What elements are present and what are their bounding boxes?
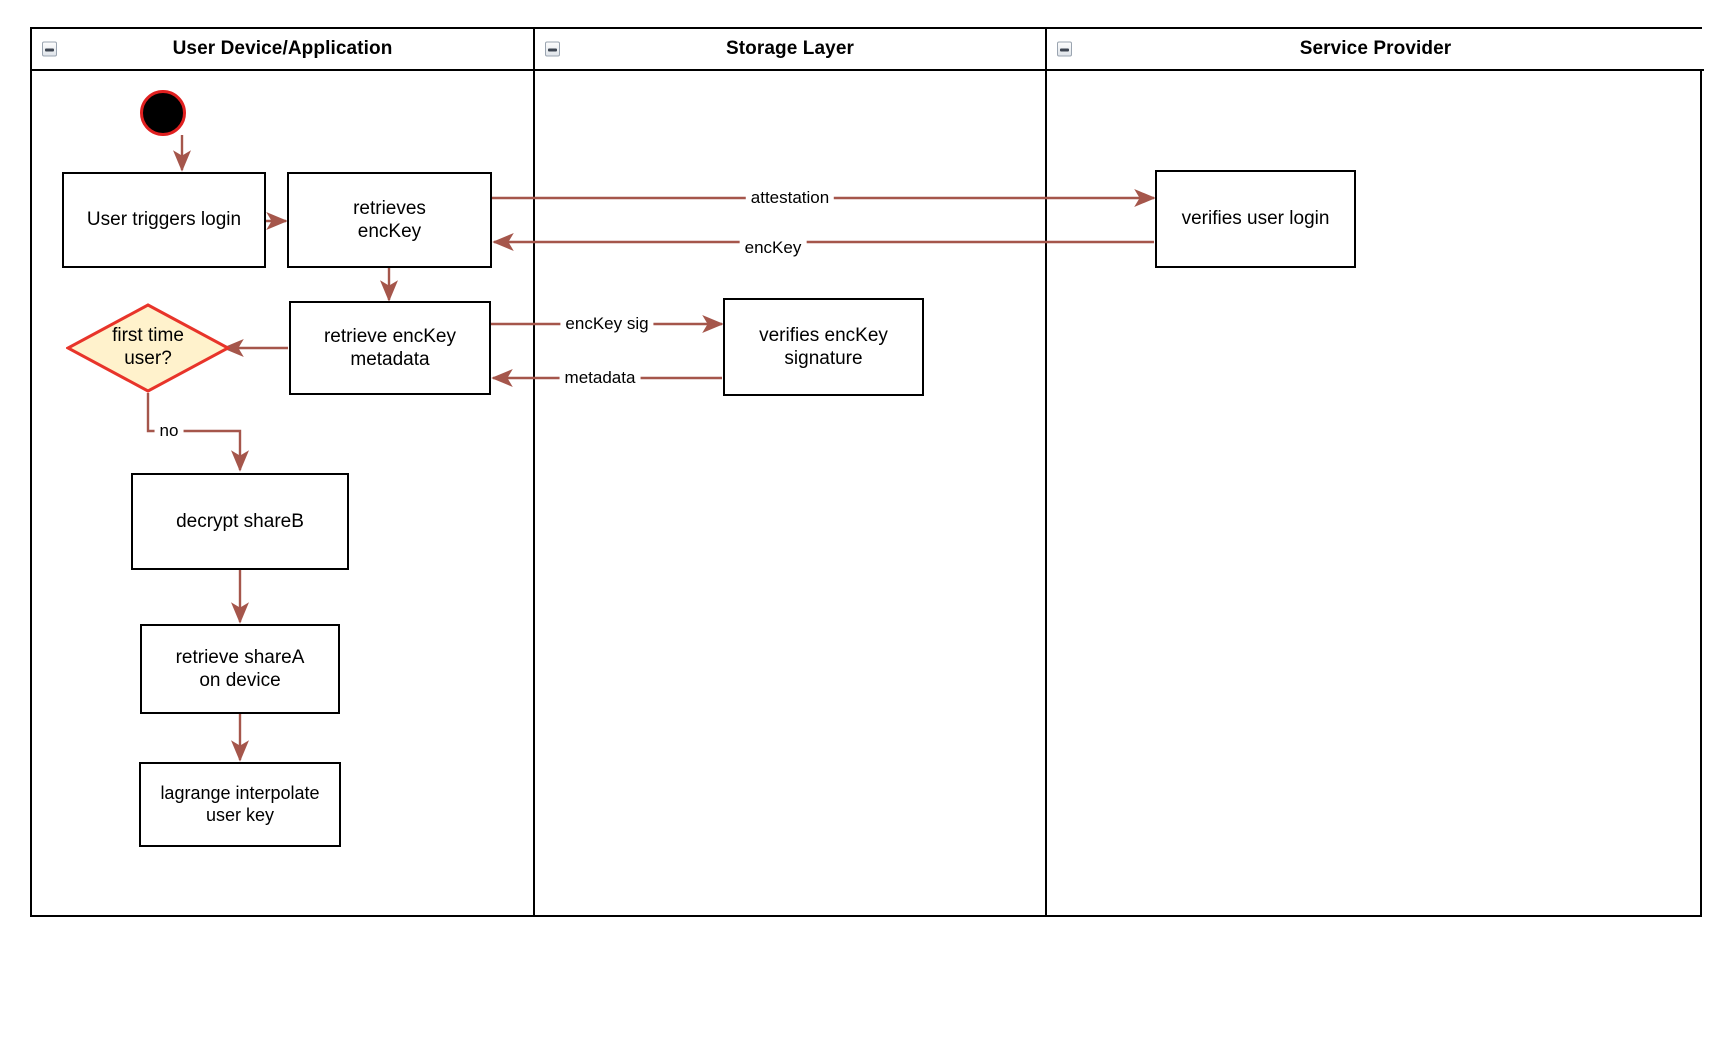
- lane-title-service-provider: Service Provider: [1299, 38, 1452, 59]
- activity-verifies-enckey-signature[interactable]: verifies encKey signature: [723, 298, 924, 396]
- lane-header-storage-layer: Storage Layer: [535, 29, 1045, 71]
- activity-decrypt-shareb[interactable]: decrypt shareB: [131, 473, 349, 570]
- lane-title-user-device: User Device/Application: [172, 38, 393, 59]
- edge-label-enckey: encKey: [739, 238, 807, 258]
- minus-square-icon[interactable]: [545, 41, 560, 57]
- activity-retrieves-enckey[interactable]: retrieves encKey: [287, 172, 492, 268]
- edge-label-no: no: [154, 421, 184, 441]
- activity-retrieve-enckey-metadata[interactable]: retrieve encKey metadata: [289, 301, 491, 395]
- edge-label-enckey-sig: encKey sig: [560, 314, 654, 334]
- edge-label-metadata: metadata: [559, 368, 641, 388]
- decision-label: first time user?: [112, 325, 184, 369]
- minus-square-icon[interactable]: [1057, 41, 1072, 57]
- swimlane-user-device[interactable]: User Device/Application: [32, 29, 533, 915]
- lane-header-service-provider: Service Provider: [1047, 29, 1704, 71]
- lane-title-storage-layer: Storage Layer: [725, 38, 855, 59]
- lane-header-user-device: User Device/Application: [32, 29, 533, 71]
- swimlane-service-provider[interactable]: Service Provider: [1045, 29, 1704, 915]
- minus-square-icon[interactable]: [42, 41, 57, 57]
- activity-verifies-user-login[interactable]: verifies user login: [1155, 170, 1356, 268]
- activity-lagrange-interpolate-user-key[interactable]: lagrange interpolate user key: [139, 762, 341, 847]
- diamond-shape: [66, 303, 230, 393]
- decision-first-time-user[interactable]: first time user?: [66, 303, 230, 393]
- activity-user-triggers-login[interactable]: User triggers login: [62, 172, 266, 268]
- activity-retrieve-sharea-on-device[interactable]: retrieve shareA on device: [140, 624, 340, 714]
- edge-label-attestation: attestation: [745, 188, 835, 208]
- swimlane-storage-layer[interactable]: Storage Layer: [533, 29, 1045, 915]
- start-node[interactable]: [140, 90, 186, 136]
